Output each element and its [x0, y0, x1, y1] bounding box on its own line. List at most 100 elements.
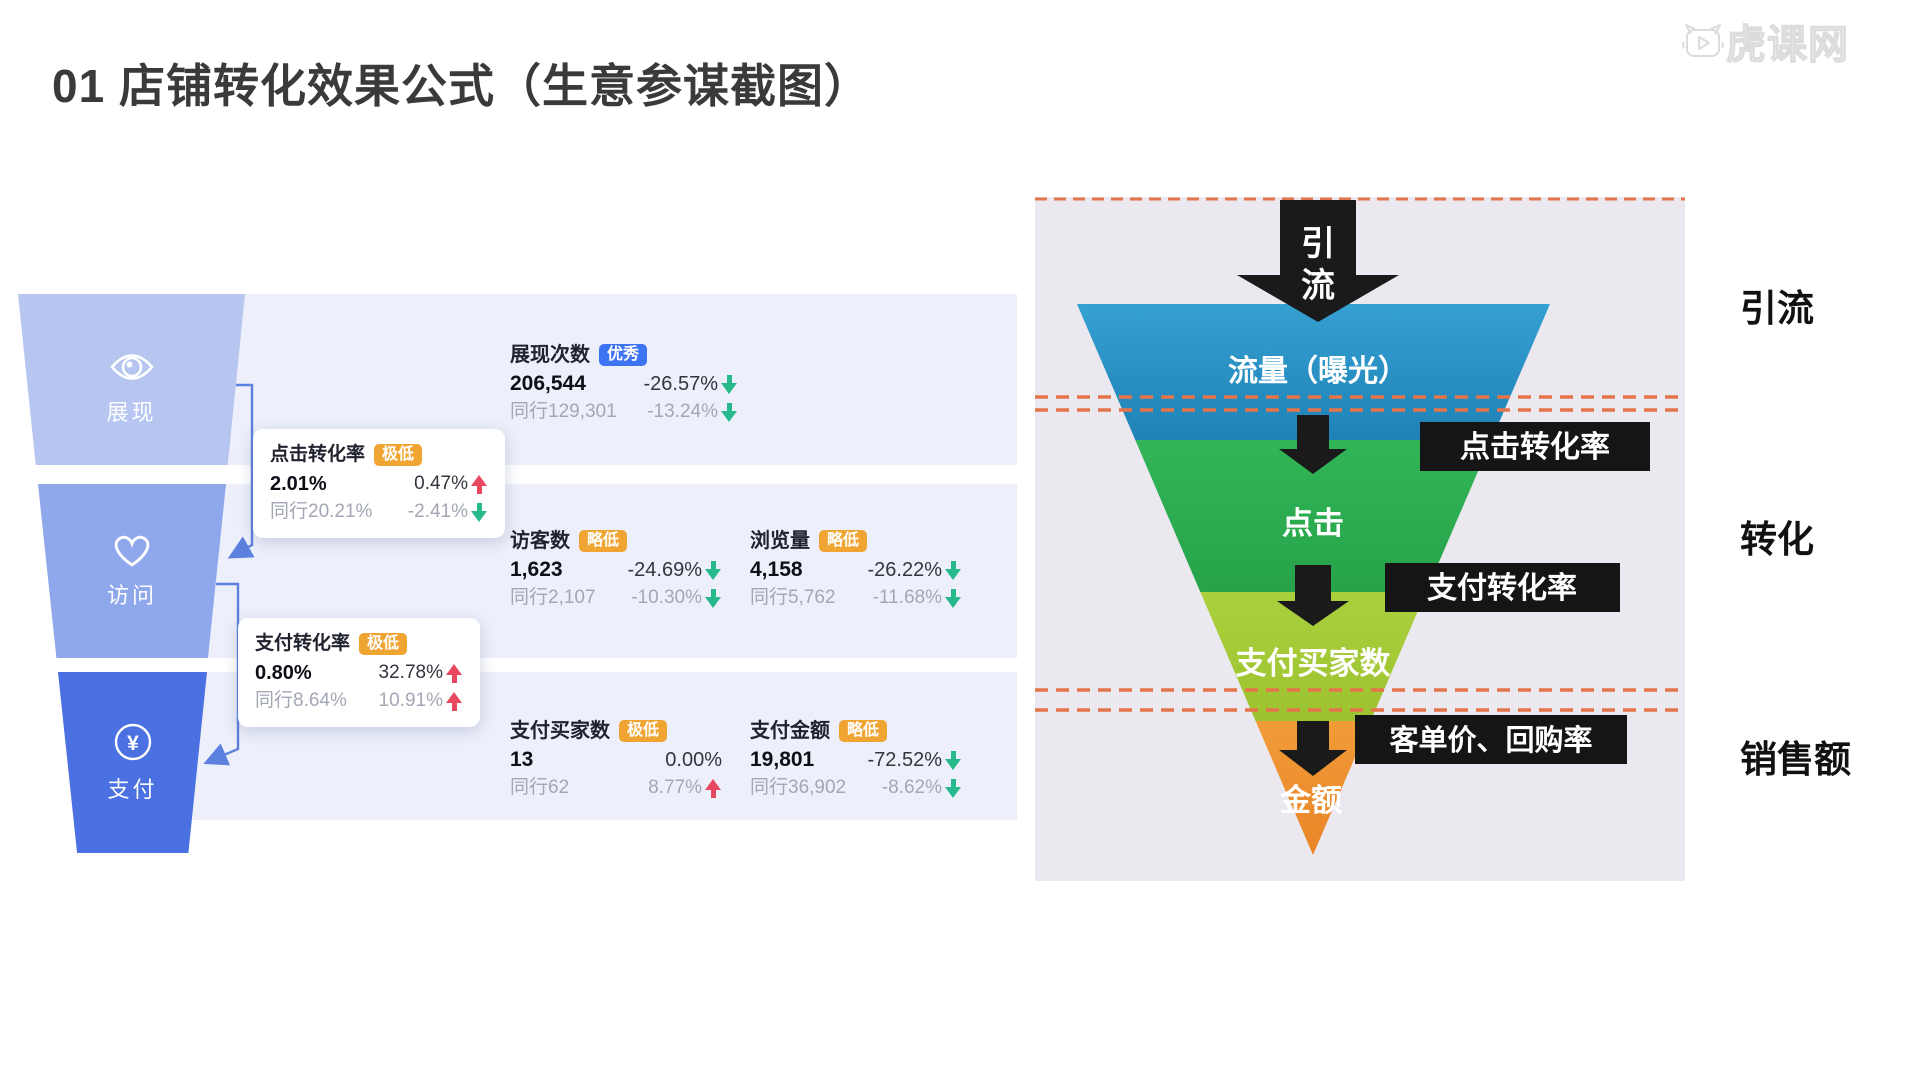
peer-change: -11.68% [872, 587, 942, 608]
metric-change: 0.47% [414, 473, 468, 494]
peer-change: 8.77% [648, 777, 702, 798]
peer-value: 同行8.64% [255, 690, 347, 711]
label-box-pay-rate: 支付转化率 [1385, 563, 1620, 612]
section-label-traffic: 流量（曝光） [1228, 354, 1408, 388]
metric-value: 4,158 [750, 558, 803, 581]
dashed-divider-2 [1035, 688, 1685, 712]
metric-change: -26.22% [867, 559, 943, 581]
peer-value: 同行5,762 [750, 587, 836, 608]
metric-value: 206,544 [510, 372, 586, 395]
page-title: 01 店铺转化效果公式（生意参谋截图） [52, 60, 871, 112]
down-arrow-icon [945, 750, 962, 770]
hukewang-cat-icon [1682, 24, 1724, 57]
metric-label: 支付转化率 [255, 633, 351, 654]
funnel-section-amount [1255, 721, 1371, 855]
status-badge: 极低 [619, 720, 668, 742]
funnel-stage-pay: ¥ 支付 [58, 672, 207, 853]
metric-label: 展现次数 [510, 344, 590, 366]
funnel-stage-visit: 访问 [38, 484, 226, 658]
heart-icon [114, 535, 150, 567]
up-arrow-icon [446, 663, 463, 683]
peer-change: -2.41% [407, 501, 468, 522]
down-arrow-icon [721, 402, 738, 422]
watermark: 虎课网 [1682, 12, 1849, 70]
peer-value: 同行36,902 [750, 777, 847, 798]
funnel-section-click [1135, 440, 1492, 592]
conversion-funnel-diagram: 引 流 流量（曝光） 点击 支付买家数 金额 点击转化率 支付转化率 客单价、回… [1035, 197, 1685, 881]
metric-change: -72.52% [867, 749, 943, 771]
peer-change: -13.24% [647, 401, 718, 422]
label-box-click-rate: 点击转化率 [1420, 422, 1650, 471]
funnel-stage-label: 展现 [106, 399, 157, 425]
peer-change: -10.30% [631, 587, 702, 608]
metric-label: 支付金额 [750, 720, 830, 742]
funnel-stage-label: 支付 [107, 776, 158, 802]
down-arrow-icon [705, 560, 722, 580]
metric-value: 13 [510, 748, 534, 771]
down-arrow-icon [945, 778, 962, 798]
peer-value: 同行2,107 [510, 587, 596, 608]
metric-pageviews: 浏览量 略低 4,158 -26.22% 同行5,762 -11.68% [750, 530, 962, 609]
metric-label: 浏览量 [750, 530, 810, 552]
funnel-stage-label: 访问 [106, 582, 157, 608]
status-badge: 极低 [374, 444, 423, 466]
down-arrow-icon [945, 560, 962, 580]
peer-value: 同行20.21% [270, 501, 373, 522]
metric-change: 32.78% [378, 662, 443, 683]
status-badge: 极低 [359, 633, 408, 655]
metric-change: -24.69% [627, 559, 703, 581]
metric-pay-amount: 支付金额 略低 19,801 -72.52% 同行36,902 -8.62% [750, 720, 962, 799]
click-rate-card: 点击转化率 极低 2.01% 0.47% 同行20.21% -2.41% [253, 429, 505, 538]
metric-value: 19,801 [750, 748, 815, 771]
metric-label: 支付买家数 [510, 720, 610, 742]
down-arrow-icon [721, 374, 738, 394]
side-label-inflow: 引流 [1740, 288, 1814, 329]
svg-text:¥: ¥ [127, 732, 139, 755]
side-label-conversion: 转化 [1740, 519, 1814, 560]
inflow-arrow-char1: 引 [1301, 225, 1335, 263]
section-label-buyers: 支付买家数 [1236, 646, 1391, 681]
metric-buyers: 支付买家数 极低 13 0.00% 同行62 8.77% [510, 720, 722, 799]
metric-change: 0.00% [665, 749, 722, 771]
down-arrow-icon [1279, 415, 1347, 474]
label-box-text: 支付转化率 [1427, 572, 1577, 605]
down-arrow-icon [471, 502, 488, 522]
funnel-section-traffic [1077, 304, 1550, 440]
label-box-text: 点击转化率 [1460, 431, 1610, 464]
eye-icon [109, 353, 154, 380]
status-badge: 略低 [819, 530, 868, 552]
watermark-text: 虎课网 [1725, 22, 1849, 67]
metric-impressions: 展现次数 优秀 206,544 -26.57% 同行129,301 -13.24… [510, 344, 738, 423]
peer-change: 10.91% [378, 690, 443, 711]
metric-change: -26.57% [643, 373, 719, 395]
label-box-text: 客单价、回购率 [1389, 723, 1592, 757]
side-label-sales: 销售额 [1740, 739, 1851, 780]
peer-change: -8.62% [881, 777, 942, 798]
metric-label: 点击转化率 [270, 444, 366, 465]
metric-visitors: 访客数 略低 1,623 -24.69% 同行2,107 -10.30% [510, 530, 722, 609]
peer-value: 同行129,301 [510, 401, 617, 422]
up-arrow-icon [705, 778, 722, 798]
section-label-amount: 金额 [1279, 783, 1342, 818]
down-arrow-icon [1279, 721, 1347, 776]
pay-rate-card: 支付转化率 极低 0.80% 32.78% 同行8.64% 10.91% [238, 618, 480, 727]
status-badge: 略低 [839, 720, 888, 742]
funnel-stage-display: 展现 [18, 294, 245, 465]
label-box-repurchase: 客单价、回购率 [1355, 715, 1627, 764]
status-badge: 略低 [579, 530, 628, 552]
inflow-arrow-char2: 流 [1301, 267, 1335, 305]
section-label-click: 点击 [1282, 506, 1344, 541]
metric-value: 0.80% [255, 662, 312, 684]
metric-label: 访客数 [510, 530, 570, 552]
yen-icon: ¥ [114, 723, 151, 760]
down-arrow-icon [705, 588, 722, 608]
metric-value: 2.01% [270, 473, 327, 495]
metric-value: 1,623 [510, 558, 563, 581]
status-badge: 优秀 [599, 344, 648, 366]
peer-value: 同行62 [510, 777, 570, 798]
up-arrow-icon [471, 474, 488, 494]
up-arrow-icon [446, 691, 463, 711]
down-arrow-icon [945, 588, 962, 608]
down-arrow-icon [1277, 565, 1349, 626]
